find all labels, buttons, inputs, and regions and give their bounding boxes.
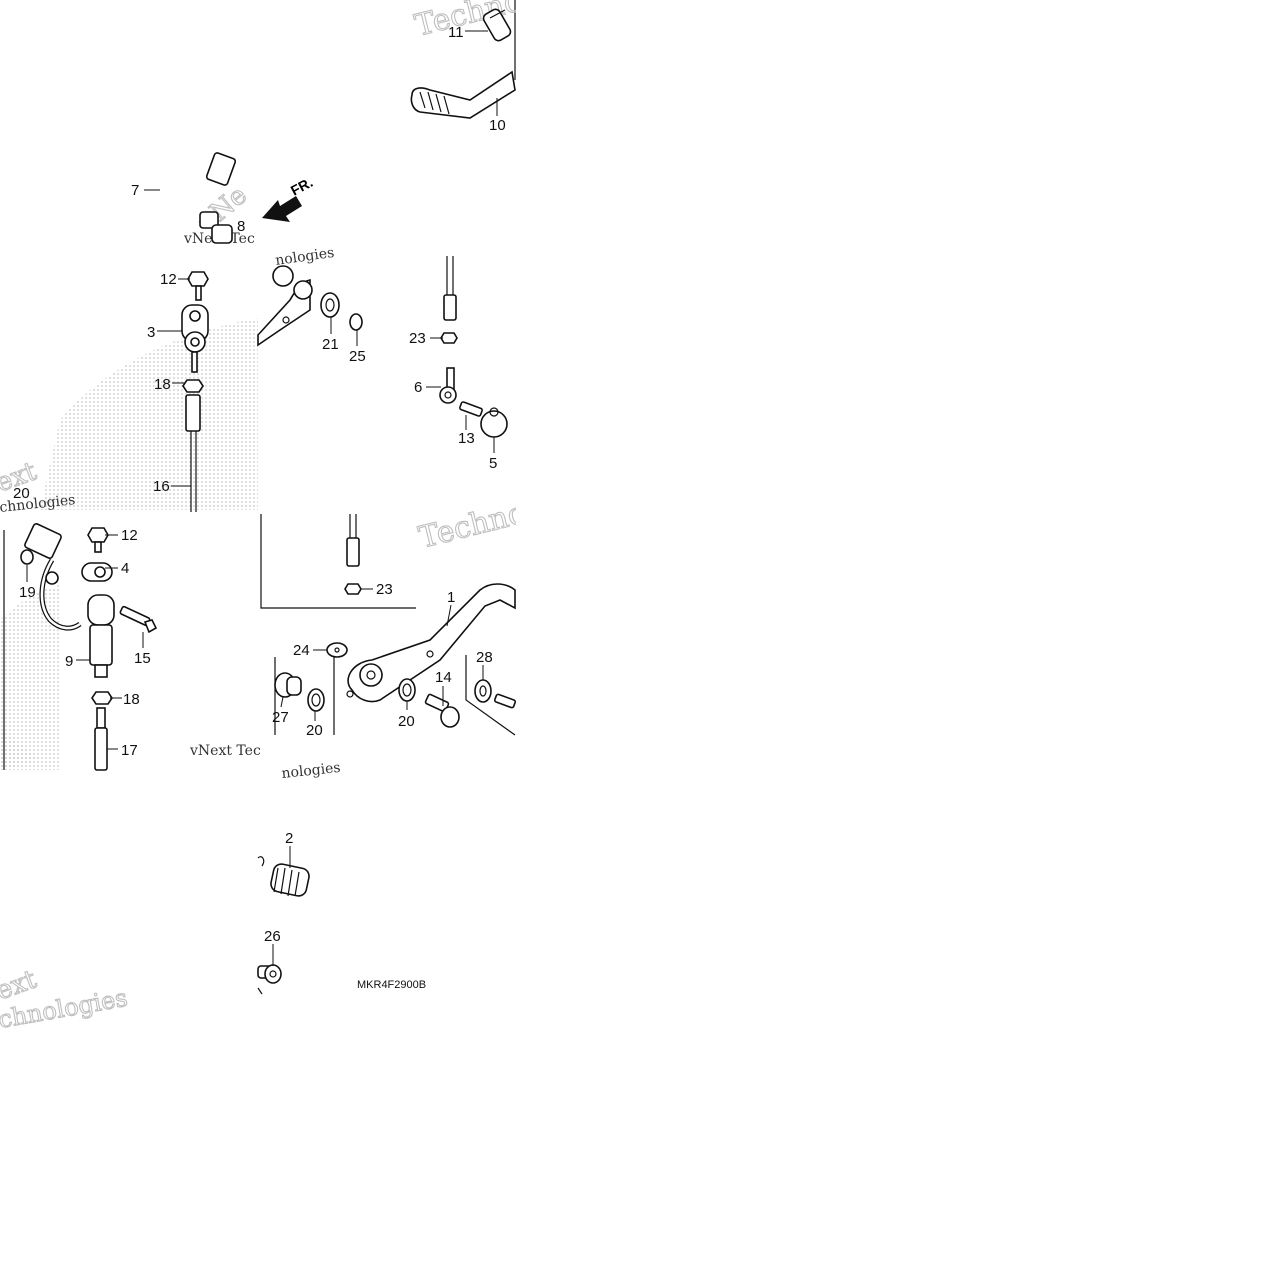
part-20-washer [398,678,416,702]
watermark: Techno [411,0,525,44]
part-1-shift-pedal [346,583,516,703]
front-direction-arrow: FR. [262,174,315,222]
watermarks: Techno vNext Tec nologies ext chnologies… [0,0,530,1034]
callout-18-lower: 18 [123,691,140,708]
callout-1: 1 [447,589,455,606]
part-18-nut [182,379,204,393]
part-11-bolt [482,8,512,42]
callout-7: 7 [131,182,139,199]
part-21-washer [320,292,340,318]
part-6-eyebolt [439,367,457,404]
part-19-nut [20,549,34,565]
callout-13: 13 [458,430,475,447]
callout-11: 11 [448,24,464,41]
part-12-bolt-lower [87,527,109,553]
blank-area [516,0,1285,1285]
callout-24: 24 [293,642,310,659]
part-9-switch [24,523,115,678]
part-3-joint [181,304,209,373]
callouts: 11 10 7 8 12 3 18 16 20 21 25 23 6 13 5 … [13,24,506,945]
background-emblem [0,318,258,770]
callout-20-mid: 20 [306,722,323,739]
callout-2: 2 [285,830,293,847]
part-26-bolt [257,964,282,995]
part-12-bolt [187,271,209,301]
watermark: nologies [281,760,342,782]
callout-17: 17 [121,742,138,759]
part-15-bolt [119,605,158,634]
callout-25: 25 [349,348,366,365]
callout-9: 9 [65,653,73,670]
drawing-code: MKR4F2900B [357,979,426,991]
callout-14: 14 [435,669,452,686]
watermark: Techno [415,495,529,555]
part-pedal-arm-upper [257,265,313,347]
callout-20-right: 20 [398,713,415,730]
part-27-bushing [274,672,302,698]
part-17-rod [94,707,108,771]
callout-23: 23 [409,330,426,347]
part-25-clip [349,313,363,331]
callout-28: 28 [476,649,493,666]
callout-8: 8 [237,218,245,235]
part-14-bolt [424,693,460,728]
part-13-bolt [459,401,483,417]
watermark: chnologies [0,492,76,516]
leader-lines [26,30,498,966]
part-28-washer [474,679,517,709]
part-2-pedal-rubber [257,856,310,897]
watermark: vNext Tec [189,743,261,759]
callout-27: 27 [272,709,289,726]
callout-26: 26 [264,928,281,945]
part-4-joint [45,562,113,585]
callout-18: 18 [154,376,171,393]
direction-label: FR. [288,174,315,199]
callout-15: 15 [134,650,151,667]
callout-19: 19 [19,584,36,601]
callout-4: 4 [121,560,129,577]
part-24-washer [326,642,348,658]
callout-21: 21 [322,336,339,353]
part-23-rod-nut-lower [344,514,362,595]
part-20-washer [307,688,325,712]
callout-16: 16 [153,478,170,495]
part-16-rod [185,394,201,512]
frame-lines [3,0,516,770]
callout-5: 5 [489,455,497,472]
callout-20: 20 [13,485,30,502]
callout-23-lower: 23 [376,581,393,598]
callout-6: 6 [414,379,422,396]
part-10-pedal-tip [410,70,516,119]
part-5-joint [480,407,508,438]
callout-12: 12 [160,271,177,288]
part-18-nut-lower [91,691,113,705]
callout-12-lower: 12 [121,527,138,544]
part-7-switch-wire [156,152,237,244]
callout-3: 3 [147,324,155,341]
part-23-rod-nut-upper [440,256,458,344]
callout-10: 10 [489,117,506,134]
